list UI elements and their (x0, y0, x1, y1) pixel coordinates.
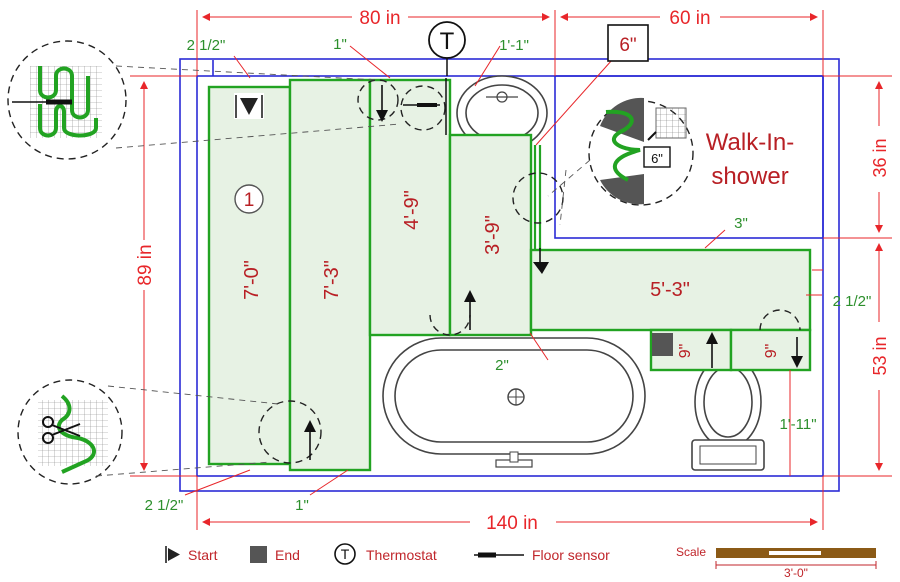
bathtub (382, 337, 646, 468)
dimension-lines (130, 10, 892, 530)
gap-shower: 3" (734, 215, 748, 232)
mat-number-badge: 1 (234, 184, 264, 214)
direction-arrows (304, 85, 803, 460)
heating-mats (207, 78, 812, 472)
cut-detail-callout (17, 379, 123, 485)
mat-4 (448, 133, 533, 337)
legend-start: Start (165, 546, 218, 563)
end-marker (652, 333, 673, 356)
mat-number: 1 (244, 190, 255, 211)
mat-4-length: 3'-9" (482, 215, 504, 255)
scale-bar: Scale 3'-0" (676, 545, 877, 580)
dim-bottom: 140 in (486, 513, 538, 534)
shower-label-line1: Walk-In- (706, 129, 794, 156)
thermostat-symbol: T (428, 21, 466, 76)
shower-label-line2: shower (711, 163, 788, 190)
shower-callout-leader (547, 159, 591, 197)
scale-value: 3'-0" (784, 566, 808, 580)
dim-top-right: 60 in (669, 8, 710, 29)
legend-floor-sensor-label: Floor sensor (532, 547, 610, 563)
mat-2 (288, 78, 372, 472)
start-marker (234, 93, 264, 119)
turn-circles (258, 79, 801, 464)
gap-top-mid: 1" (333, 36, 347, 53)
mat-5-length: 5'-3" (650, 279, 690, 301)
six-inch-small-label: 6" (651, 151, 663, 166)
thermostat-letter: T (440, 28, 455, 55)
mat-7-length: 9" (763, 344, 780, 359)
mat-3-length: 4'-9" (401, 190, 423, 230)
legend-thermostat-label: Thermostat (366, 547, 437, 563)
dim-right-top: 36 in (870, 138, 890, 177)
dim-right-bottom: 53 in (870, 336, 890, 375)
mat-3 (368, 78, 452, 337)
mat-1 (207, 85, 292, 466)
gap-leaders (184, 45, 823, 496)
gap-right: 2 1/2" (833, 293, 872, 310)
legend-end-label: End (275, 547, 300, 563)
mat-5 (529, 248, 812, 332)
sink (456, 75, 548, 151)
gap-top-left: 2 1/2" (187, 37, 226, 54)
sensor-detail-callout (7, 40, 127, 160)
gap-tub: 2" (495, 357, 509, 374)
gap-bottom-left: 2 1/2" (145, 497, 184, 514)
six-inch-box: 6" (607, 24, 649, 62)
legend-floor-sensor: Floor sensor (474, 547, 610, 563)
dim-top-left: 80 in (359, 8, 400, 29)
mat-1-length: 7'-0" (241, 260, 263, 300)
shower-detail-callout: 6" (588, 97, 694, 206)
gap-bottom-mid: 1" (295, 497, 309, 514)
mat-6-length: 9" (677, 344, 694, 359)
six-inch-label: 6" (619, 35, 636, 56)
legend-end: End (250, 546, 300, 563)
legend: Start End T Thermostat Floor sensor (165, 543, 610, 565)
dim-left: 89 in (135, 244, 156, 285)
gap-toilet: 1'-11" (779, 416, 816, 433)
scale-label: Scale (676, 545, 706, 559)
toilet (691, 355, 765, 471)
legend-start-label: Start (188, 547, 218, 563)
legend-thermostat-symbol: T (341, 546, 350, 562)
gap-sink: 1'-1" (499, 37, 529, 54)
scissors-icon (42, 416, 81, 444)
mat-2-length: 7'-3" (321, 260, 343, 300)
legend-thermostat: T Thermostat (334, 543, 437, 565)
